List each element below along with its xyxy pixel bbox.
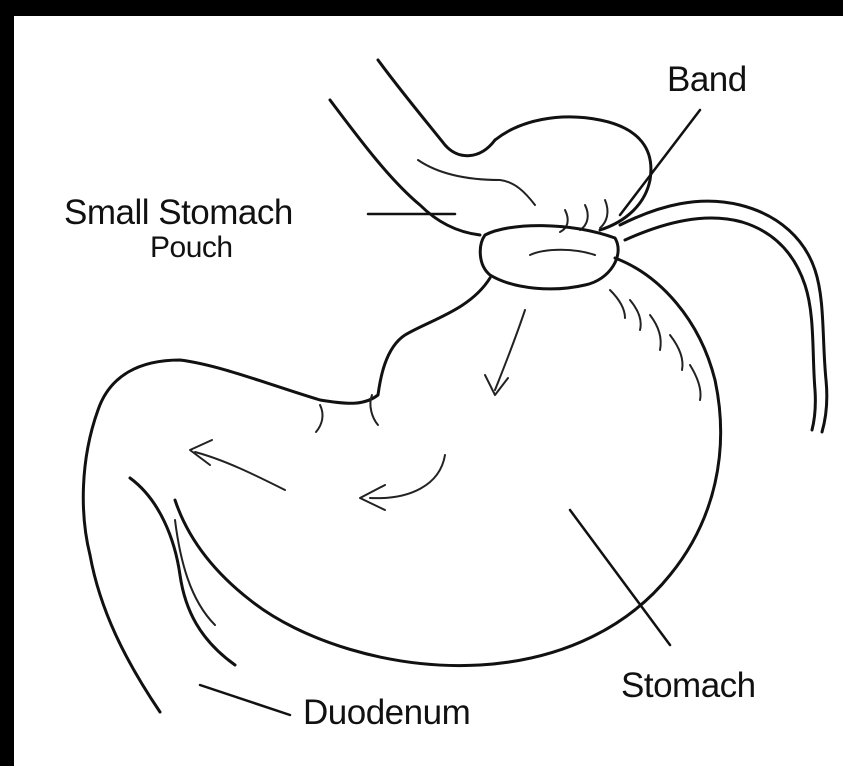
flow-arrow-left [195, 452, 285, 490]
flow-arrow-left-head [190, 440, 212, 465]
duodenum-outer [90, 555, 160, 712]
leader-stomach [570, 510, 670, 645]
label-small-stomach-pouch: Small Stomach Pouch [64, 194, 293, 264]
ridge-2 [630, 300, 641, 330]
ridge-5 [690, 365, 701, 400]
esophagus-inner-line [418, 160, 535, 205]
pouch-fold-2 [580, 205, 588, 230]
esophagus-right-wall [378, 60, 495, 156]
pouch-fold-3 [600, 200, 607, 228]
flow-arrow-down [495, 310, 525, 390]
pouch-fold-1 [560, 210, 568, 232]
stomach-inner-curve [83, 278, 490, 555]
stomach-wall-fold-2 [316, 405, 323, 432]
ridge-1 [610, 290, 625, 318]
stomach-wall-fold [370, 395, 378, 425]
band-tube-lower [625, 218, 815, 430]
label-pouch-line1: Small Stomach [64, 193, 293, 232]
band-inner [530, 250, 595, 255]
label-stomach: Stomach [621, 668, 756, 703]
label-pouch-line2: Pouch [64, 232, 293, 264]
pouch-outline [495, 117, 651, 230]
flow-arrow-curve [370, 455, 445, 498]
label-band: Band [667, 62, 747, 97]
leader-band [620, 110, 700, 215]
ridge-3 [650, 315, 661, 350]
label-duodenum: Duodenum [303, 695, 470, 730]
leader-duodenum [200, 685, 290, 715]
band-ring [480, 226, 618, 289]
ridge-4 [670, 335, 683, 370]
